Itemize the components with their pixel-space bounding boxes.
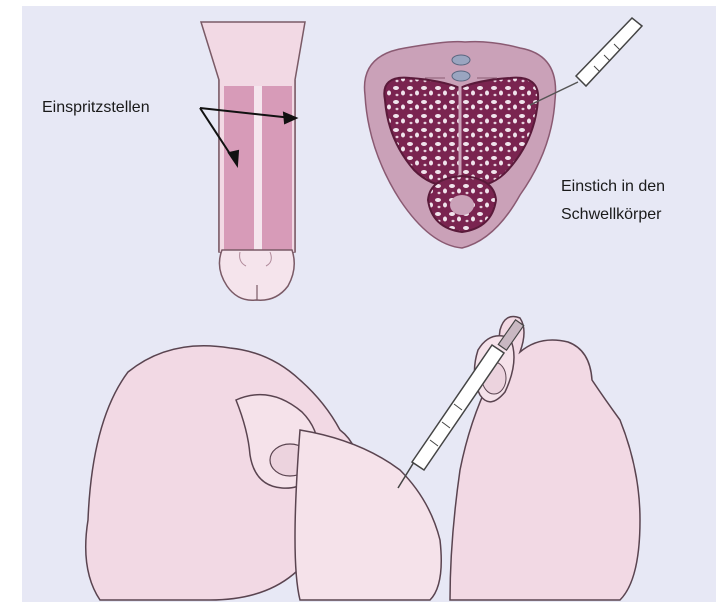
cross-section-illustration	[365, 42, 556, 248]
hands-illustration	[86, 317, 640, 601]
label-puncture-line2: Schwellkörper	[561, 204, 661, 226]
penis-illustration	[201, 22, 305, 300]
label-injection-sites: Einspritzstellen	[42, 97, 150, 119]
corpus-cavernosum-right	[262, 86, 292, 251]
label-puncture-line1: Einstich in den	[561, 176, 665, 198]
